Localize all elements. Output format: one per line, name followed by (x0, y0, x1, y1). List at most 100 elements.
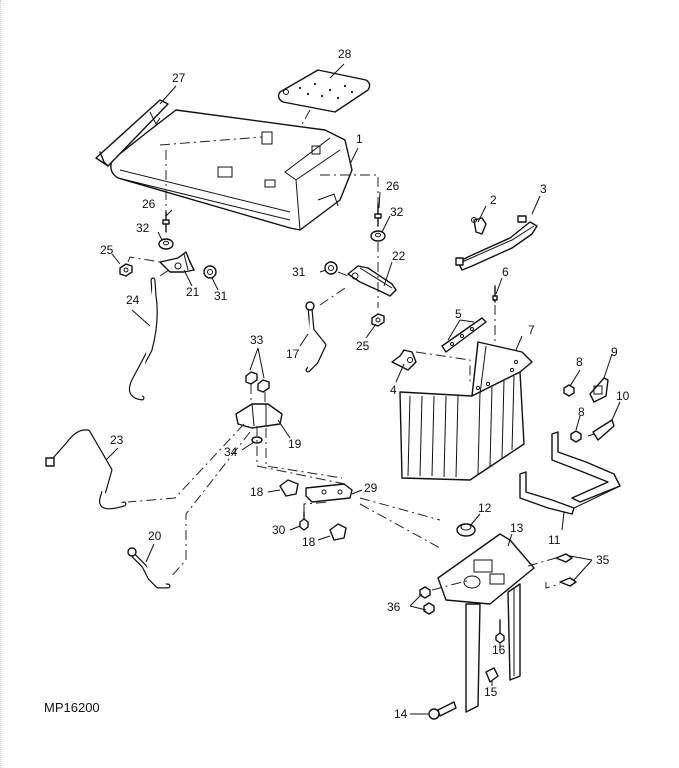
part-1-hood (110, 109, 353, 231)
leader-lines (105, 63, 621, 715)
dash-19-23 (127, 423, 245, 503)
part-31-nut-left (203, 265, 217, 279)
dash-29-b (359, 497, 441, 521)
callout-26-left: 26 (142, 197, 156, 211)
callout-19: 19 (288, 437, 302, 451)
callout-30: 30 (272, 523, 286, 537)
callout-15: 15 (484, 685, 498, 699)
dash-35-a (527, 557, 557, 567)
figure-id: MP16200 (44, 700, 100, 715)
callout-28: 28 (338, 47, 352, 61)
part-31-nut-right (324, 261, 338, 275)
dash-29-13 (359, 503, 441, 549)
callout-10: 10 (616, 389, 630, 403)
part-35-bolts (555, 553, 577, 587)
dash-17 (319, 285, 349, 306)
dash-35-b (545, 582, 561, 589)
part-33-nuts (245, 371, 270, 393)
callout-36: 36 (387, 600, 401, 614)
dash-19-20 (169, 431, 251, 579)
callout-20: 20 (148, 529, 162, 543)
callout-23: 23 (110, 433, 124, 447)
part-15-nut (485, 667, 499, 683)
part-2-clip (471, 217, 487, 235)
part-9-terminal-cover (589, 377, 609, 403)
callout-7: 7 (528, 323, 535, 337)
dash-24 (159, 267, 173, 277)
callout-32-right: 32 (390, 205, 404, 219)
part-25-nut-right (371, 313, 385, 327)
part-10-terminal-cover (587, 419, 615, 441)
part-24-rod (128, 277, 158, 401)
callout-1: 1 (356, 132, 363, 146)
dash-25-left (127, 256, 161, 263)
callout-6: 6 (502, 265, 509, 279)
dash-31-right (337, 271, 349, 277)
callout-24: 24 (126, 293, 140, 307)
part-30-bolt (299, 511, 309, 531)
dash-hood-c (320, 174, 379, 208)
dash-30 (303, 501, 331, 512)
part-32-grommet-left (158, 238, 174, 250)
dash-hood-a (159, 136, 263, 146)
callout-34: 34 (224, 445, 238, 459)
callout-32-left: 32 (136, 221, 150, 235)
part-14-bolt (428, 701, 457, 720)
callout-18-left: 18 (250, 485, 264, 499)
dash-19-29 (256, 426, 346, 485)
part-8-nut-lower (570, 430, 582, 443)
part-12-grommet (456, 523, 476, 537)
callout-35: 35 (596, 553, 610, 567)
part-18-knob-left (279, 479, 299, 497)
part-3-handle (455, 215, 538, 271)
callout-17: 17 (286, 347, 300, 361)
part-7-battery-box (399, 341, 533, 481)
part-19-clamp (235, 403, 283, 429)
part-27-strip (95, 99, 169, 167)
part-23-rod (45, 429, 127, 510)
dash-4 (415, 351, 471, 382)
callout-26-right: 26 (386, 179, 400, 193)
part-6-screw (492, 285, 498, 303)
callout-14: 14 (394, 707, 408, 721)
callout-31-left: 31 (214, 289, 228, 303)
part-22-bracket (347, 265, 397, 297)
callout-29: 29 (364, 481, 378, 495)
callout-9: 9 (611, 345, 618, 359)
part-29-link (305, 483, 353, 503)
callout-4: 4 (390, 383, 397, 397)
callout-13: 13 (510, 521, 524, 535)
part-16-bolt (495, 619, 505, 644)
callout-22: 22 (392, 249, 406, 263)
part-25-nut-left (119, 263, 133, 277)
dash-19-29-b (265, 428, 343, 479)
callout-8-upper: 8 (576, 355, 583, 369)
part-17-rod (305, 301, 327, 373)
callout-27: 27 (172, 71, 186, 85)
part-4-clamp (391, 349, 417, 371)
callout-21: 21 (186, 285, 200, 299)
callout-25-right: 25 (356, 339, 370, 353)
part-26-stud-left (162, 211, 170, 233)
callout-16: 16 (492, 643, 506, 657)
callout-33: 33 (250, 333, 264, 347)
callout-11: 11 (548, 533, 561, 547)
callout-31-right: 31 (292, 265, 306, 279)
dash-36 (431, 579, 471, 591)
part-28-pad (277, 69, 371, 113)
callout-8-lower: 8 (578, 405, 585, 419)
part-32-grommet-right (370, 230, 386, 242)
callout-2: 2 (490, 193, 497, 207)
part-36-nuts (419, 586, 435, 615)
part-20-rod (127, 547, 171, 589)
callout-3: 3 (540, 182, 547, 196)
callout-12: 12 (478, 501, 492, 515)
part-18-knob-right (329, 523, 347, 541)
part-5-strip (441, 317, 487, 353)
dash-28 (299, 109, 311, 129)
part-26-stud-right (374, 203, 382, 227)
part-8-nut-upper (563, 384, 575, 397)
part-13-uprights (465, 583, 521, 713)
part-13-mounting-plate (437, 533, 535, 605)
